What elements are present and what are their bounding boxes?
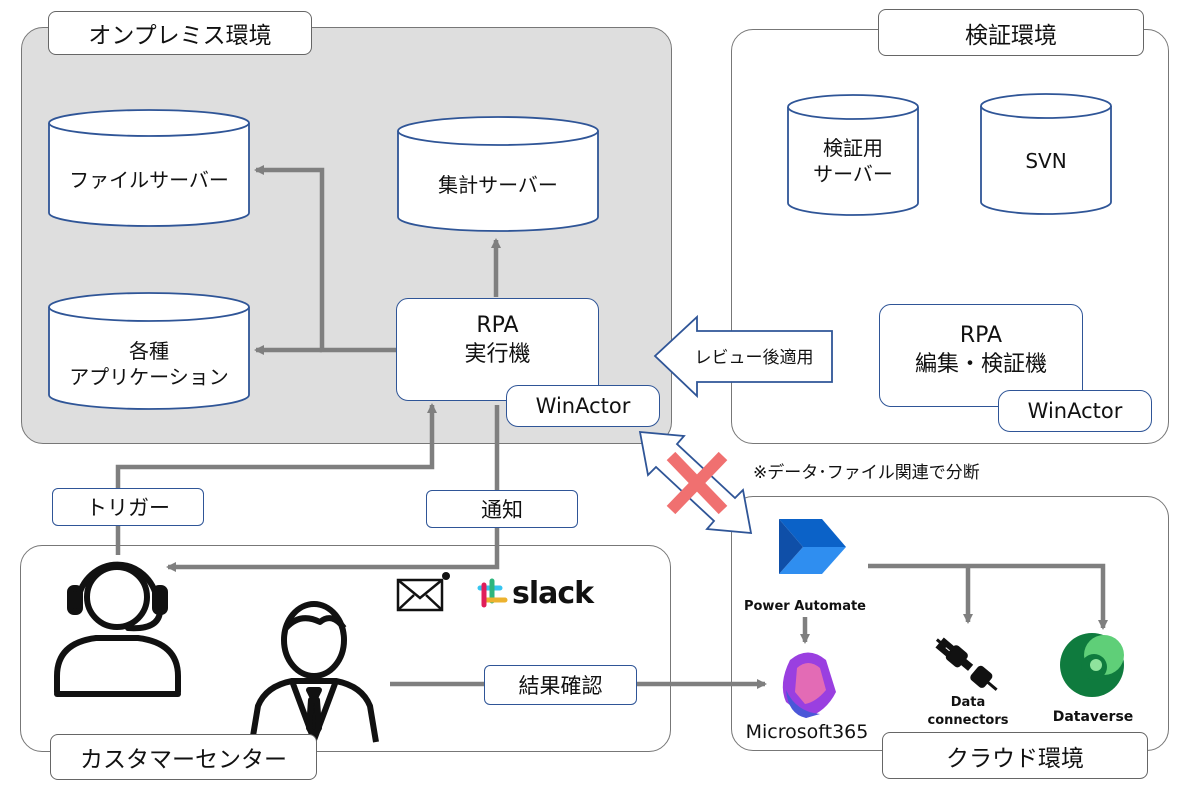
file-server-cylinder — [48, 109, 250, 227]
verify-server-line1: 検証用 — [823, 136, 883, 160]
microsoft365-icon — [782, 652, 836, 718]
verify-server-cylinder — [787, 94, 919, 216]
connectors — [115, 165, 1108, 689]
notify-label: 通知 — [426, 490, 578, 528]
apps-label: 各種 アプリケーション — [49, 322, 249, 406]
rpa-exec-line2: 実行機 — [464, 341, 531, 367]
power-automate-label: Power Automate — [743, 599, 867, 614]
file-server-label: ファイルサーバー — [49, 140, 249, 220]
svn-label: SVN — [981, 118, 1111, 204]
winactor-edit-badge: WinActor — [998, 390, 1152, 432]
onprem-region-label: オンプレミス環境 — [48, 11, 312, 55]
aggregation-server-text: 集計サーバー — [438, 173, 558, 197]
result-check-label: 結果確認 — [484, 665, 637, 705]
cloud-region-label: クラウド環境 — [882, 732, 1148, 779]
trigger-label: トリガー — [52, 488, 204, 526]
verify-server-label: 検証用 サーバー — [788, 118, 918, 204]
apps-line1: 各種 — [129, 339, 169, 363]
blocked-cross-icon — [666, 451, 728, 515]
verification-region-label: 検証環境 — [878, 9, 1144, 56]
microsoft365-label: Microsoft365 — [745, 721, 869, 743]
slack-logo-text: slack — [512, 576, 594, 611]
svn-text: SVN — [1025, 149, 1067, 173]
separation-note: ※データ･ファイル関連で分断 — [753, 463, 980, 483]
svn-cylinder — [980, 93, 1112, 215]
businessman-icon — [249, 601, 379, 743]
aggregation-server-label: 集計サーバー — [398, 145, 598, 225]
rpa-edit-line1: RPA — [959, 322, 1003, 348]
rpa-exec-box: RPA 実行機 — [396, 298, 599, 401]
customer-center-region-label: カスタマーセンター — [50, 734, 317, 780]
mail-icon — [396, 572, 450, 612]
file-server-text: ファイルサーバー — [69, 168, 229, 192]
apps-line2: アプリケーション — [69, 365, 229, 389]
rpa-exec-line1: RPA — [476, 312, 519, 338]
slack-icon — [477, 578, 508, 608]
rpa-edit-box: RPA 編集・検証機 — [879, 304, 1083, 407]
headset-operator-icon — [54, 561, 181, 697]
data-connectors-label: Data connectors — [918, 694, 1018, 730]
verify-server-line2: サーバー — [813, 162, 893, 186]
data-connectors-line1: Data — [950, 695, 986, 710]
apps-cylinder — [48, 292, 250, 410]
rpa-edit-line2: 編集・検証機 — [914, 351, 1047, 377]
aggregation-server-cylinder — [397, 116, 599, 232]
review-apply-label: レビュー後適用 — [694, 348, 814, 368]
review-apply-arrow — [653, 314, 833, 399]
data-connectors-line2: connectors — [927, 712, 1009, 728]
winactor-exec-badge: WinActor — [506, 385, 660, 427]
plug-icon — [935, 637, 998, 691]
dataverse-label: Dataverse — [1052, 709, 1134, 725]
power-automate-icon — [779, 519, 846, 574]
dataverse-icon — [1060, 633, 1124, 697]
